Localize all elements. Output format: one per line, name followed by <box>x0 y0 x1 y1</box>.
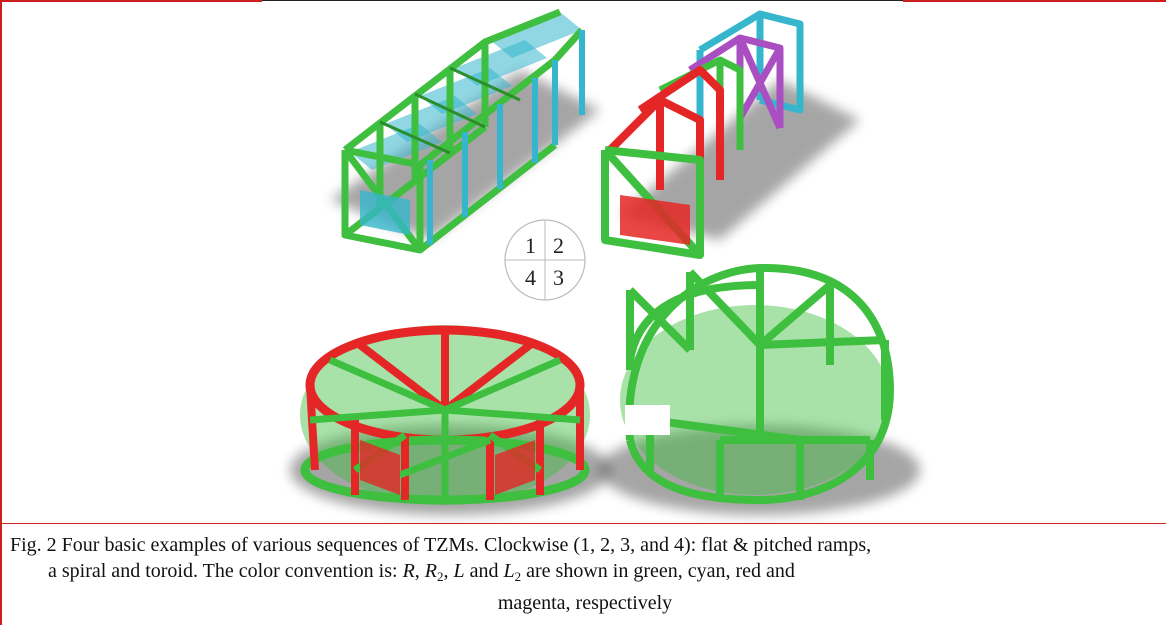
quadrant-label-4: 4 <box>525 265 536 290</box>
panel-3-spiral <box>600 263 920 515</box>
top-border-red-right <box>903 0 1166 2</box>
caption-line-1: Fig. 2 Four basic examples of various se… <box>10 534 872 556</box>
panel-1-flat-ramp <box>330 8 600 254</box>
symbol-R2-sub: 2 <box>437 569 444 584</box>
panel-4-toroid <box>290 325 610 515</box>
quadrant-label-3: 3 <box>553 265 564 290</box>
quadrant-label-1: 1 <box>525 233 536 258</box>
top-border-red-left <box>0 0 262 2</box>
symbol-R2: R <box>425 560 437 582</box>
caption-line-3: magenta, respectively <box>497 592 673 614</box>
figure-illustration: 1 2 4 3 <box>290 8 920 515</box>
symbol-R2-base: R <box>424 560 437 582</box>
top-border-black <box>262 0 903 1</box>
top-border <box>0 0 1166 2</box>
symbol-R: R <box>402 560 415 582</box>
symbol-L2: L <box>504 560 515 582</box>
caption-box: Fig. 2 Four basic examples of various se… <box>0 524 1166 625</box>
figure-frame <box>0 0 1166 524</box>
caption-line-2-suffix: are shown in green, cyan, red and <box>521 560 795 582</box>
symbol-L2-base: L <box>503 560 515 582</box>
quadrant-key: 1 2 4 3 <box>504 219 586 301</box>
symbol-L: L <box>453 560 465 582</box>
quadrant-label-2: 2 <box>553 233 564 258</box>
figure-caption: Fig. 2 Four basic examples of various se… <box>10 532 1160 616</box>
symbol-L2-sub: 2 <box>514 569 522 584</box>
panel-2-pitched-ramp <box>601 10 860 259</box>
caption-line-2-prefix: a spiral and toroid. The color conventio… <box>48 560 403 582</box>
caption-line-2: a spiral and toroid. The color conventio… <box>48 560 795 584</box>
